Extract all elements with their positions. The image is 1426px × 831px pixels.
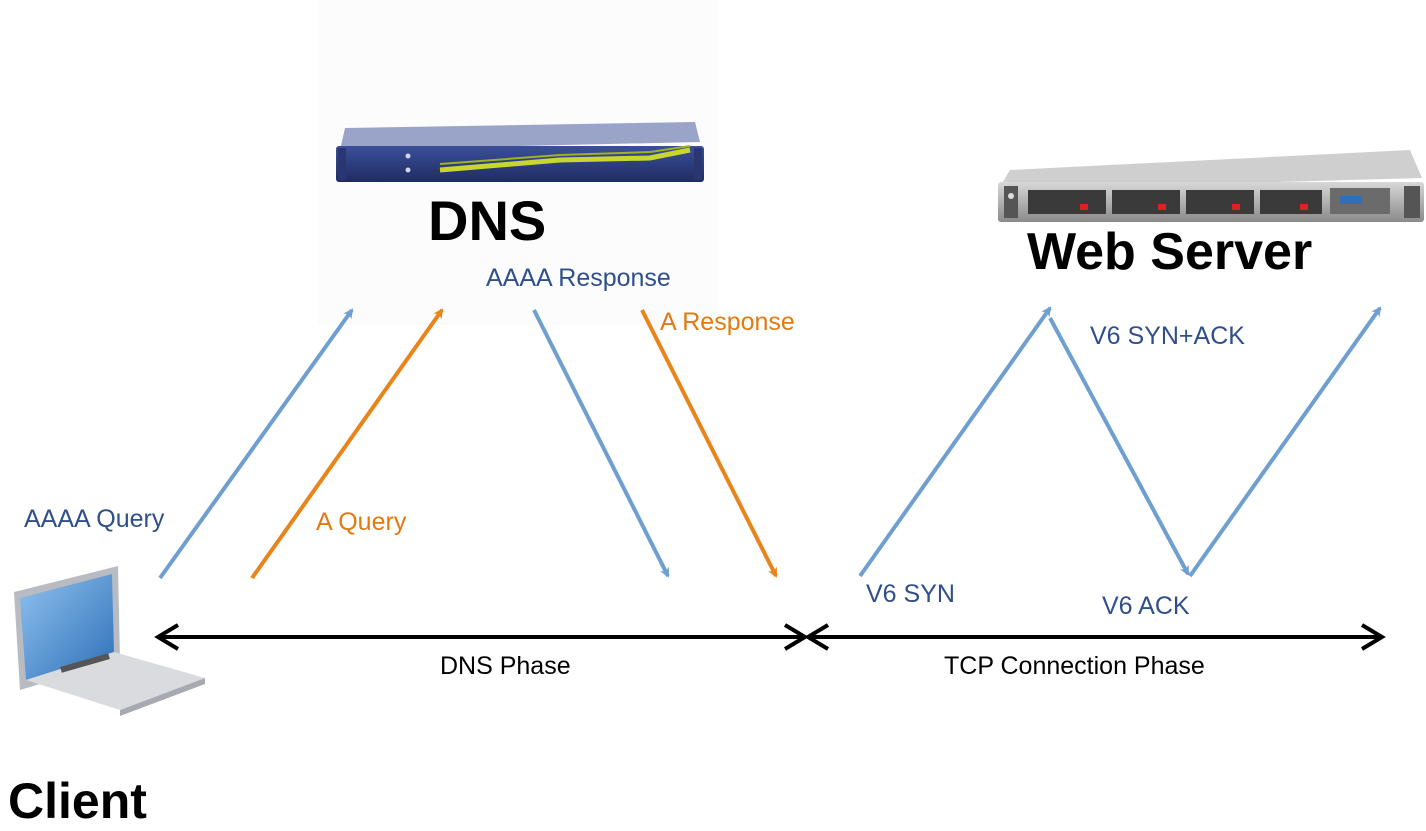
dns-server-image (318, 0, 718, 325)
aaaa-response-label: AAAA Response (486, 264, 671, 292)
a-response-label: A Response (660, 308, 795, 336)
web-server-image (998, 150, 1424, 222)
v6-syn-label: V6 SYN (866, 580, 955, 608)
client-laptop-image (14, 566, 205, 716)
dns-label: DNS (428, 189, 547, 252)
dns-phase-label: DNS Phase (440, 652, 571, 680)
a-query-arrow (250, 308, 444, 580)
a-query-label: A Query (316, 508, 407, 536)
tcp-phase-label: TCP Connection Phase (944, 652, 1205, 680)
v6-syn-ack-arrow (1048, 317, 1190, 576)
aaaa-query-label: AAAA Query (24, 505, 165, 533)
v6-syn-ack-label: V6 SYN+ACK (1090, 322, 1245, 350)
web-server-label: Web Server (1027, 223, 1313, 281)
client-label: Client (8, 773, 147, 829)
aaaa-response-arrow (532, 309, 670, 578)
a-response-arrow (640, 309, 778, 578)
v6-syn-arrow (858, 306, 1052, 578)
dns-phase-timeline (154, 623, 809, 651)
v6-ack-label: V6 ACK (1102, 592, 1190, 620)
v6-ack-arrow (1188, 306, 1382, 578)
tcp-phase-timeline (804, 623, 1386, 651)
aaaa-query-arrow (158, 308, 354, 580)
